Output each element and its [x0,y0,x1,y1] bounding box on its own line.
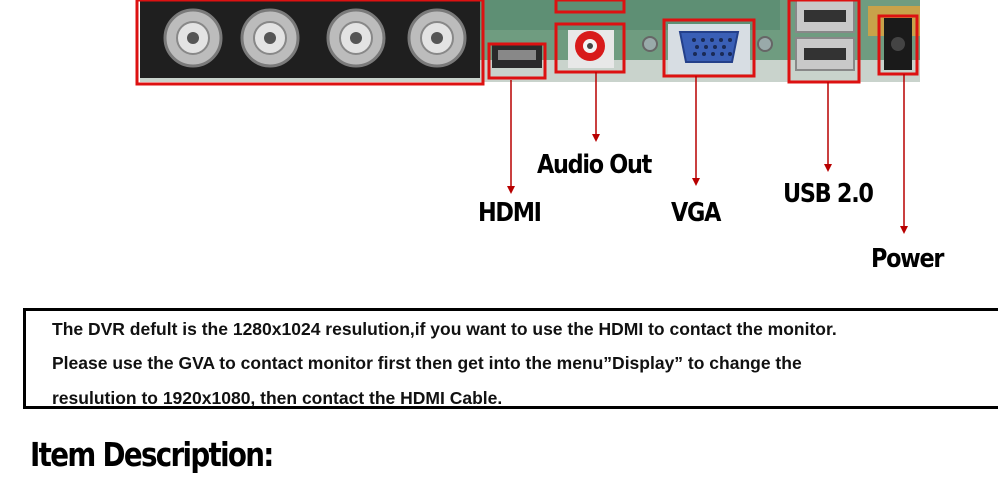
audio-arrow [592,72,600,142]
hdmi-arrow [507,80,515,194]
power-highlight-box [877,14,919,76]
note-line-1: The DVR defult is the 1280x1024 resuluti… [52,319,837,339]
power-arrow [900,74,908,234]
dvr-board-photo [135,0,920,86]
vga-label: VGA [671,198,721,228]
vga-highlight-box [662,18,756,78]
audio-highlight-box [554,22,626,74]
hdmi-label: HDMI [478,198,542,228]
usb-highlight-box [787,0,861,84]
power-jack-icon [868,6,920,70]
hdmi-port-icon [492,44,542,68]
usb-arrow [824,82,832,172]
bnc-connector-1-icon [163,8,223,68]
bnc-highlight-box [135,0,485,86]
audio-out-label: Audio Out [537,150,652,180]
power-label: Power [871,244,944,274]
usb-label: USB 2.0 [783,179,874,209]
item-description-heading: Item Description: [30,435,274,474]
rca-audio-port-icon [568,30,614,68]
note-line-3: resulution to 1920x1080, then contact th… [52,388,503,408]
bnc-connectors [163,8,467,68]
bnc-connector-4-icon [407,8,467,68]
usb-ports-icon [795,0,855,71]
callout-arrows [507,72,908,234]
bnc-connector-3-icon [326,8,386,68]
vga-arrow [692,76,700,186]
vga-port-icon [668,24,750,74]
bnc-connector-2-icon [240,8,300,68]
resolution-note-box: The DVR defult is the 1280x1024 resuluti… [23,308,998,409]
note-line-2: Please use the GVA to contact monitor fi… [52,353,802,373]
audio-top-highlight-box [554,0,626,14]
hdmi-highlight-box [487,42,547,80]
